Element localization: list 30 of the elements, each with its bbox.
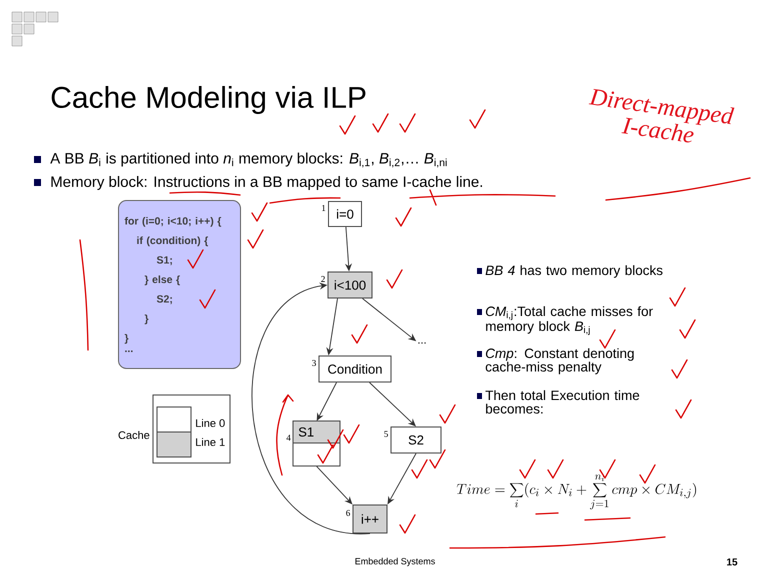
footer-text: Embedded Systems bbox=[355, 558, 435, 566]
page-number: 15 bbox=[727, 558, 738, 566]
cache-box: Line 0 Line 1 bbox=[152, 394, 230, 464]
slide-title: Cache Modeling via ILP bbox=[52, 86, 366, 114]
bullet-text: Cmp: Constant denoting cache-miss penalty bbox=[486, 348, 634, 374]
block-number: 3 bbox=[312, 360, 316, 366]
block-number: 1 bbox=[322, 205, 326, 211]
bullet-text: Memory block: Instructions in a BB mapped to same I-cache line. bbox=[51, 176, 482, 190]
code-box: for (i=0; i<10; i++) { if (condition) { S1; } else { S2; } } ... bbox=[118, 200, 241, 369]
block-number: 4 bbox=[286, 434, 291, 441]
block-number: 6 bbox=[346, 510, 350, 516]
ellipsis-text: ... bbox=[418, 342, 426, 344]
basic-block-box: i++ bbox=[352, 504, 388, 534]
basic-block-box: S1 bbox=[292, 420, 340, 466]
bullet-text: A BB B$_{i}$ is partitioned into n$_{i}$ memory blocks: B$_{i,1}$, B$_{i,2}$,… B$_{i,ni}$ bbox=[50, 152, 447, 168]
bullet-text: BB 4 has two memory blocks bbox=[486, 265, 662, 278]
block-number: 2 bbox=[321, 276, 325, 282]
cache-label: Cache bbox=[118, 430, 150, 440]
handwritten-note: Direct-mapped I-cache bbox=[588, 88, 734, 142]
basic-block-box: S2 bbox=[390, 426, 442, 454]
basic-block-box: i<100 bbox=[328, 272, 372, 298]
basic-block-box: i=0 bbox=[328, 201, 362, 227]
arrow bbox=[316, 466, 352, 504]
bullet-text: Then total Execution time becomes: bbox=[486, 390, 640, 414]
formula: $Time = \sum_{i}(c_{i} \times N_{i} + \sum_{j=1}^{n_{i}} cmp \times CM_{i,j})$ bbox=[456, 474, 696, 510]
basic-block-box: Condition bbox=[318, 356, 392, 382]
bullet-text: CM$_{i,j}$:Total cache misses for memory block B$_{i,j}$ bbox=[486, 306, 653, 335]
arrow bbox=[369, 382, 416, 426]
arrow bbox=[252, 282, 370, 534]
block-number: 5 bbox=[384, 431, 388, 437]
